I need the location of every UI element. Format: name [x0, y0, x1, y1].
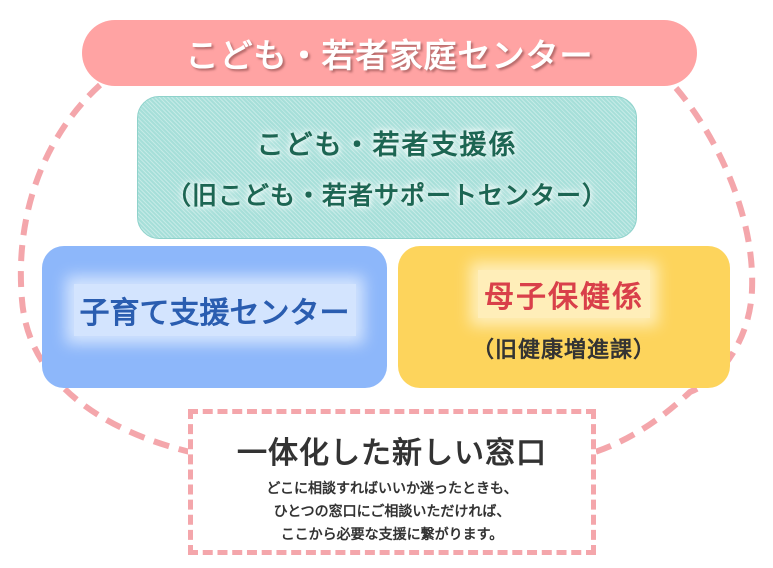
youth-support-subtitle: （旧こども・若者サポートセンター）: [165, 181, 608, 210]
unified-window-line-3: ここから必要な支援に繋がります。: [280, 527, 504, 543]
youth-support-title: こども・若者支援係: [256, 130, 518, 161]
youth-support-section: こども・若者支援係 （旧こども・若者サポートセンター）: [137, 96, 637, 239]
unified-window-line-1: どこに相談すればいいか迷ったときも、: [266, 481, 518, 497]
unified-window-line-2: ひとつの窓口にご相談いただければ、: [273, 504, 511, 520]
center-title-banner: こども・若者家庭センター: [82, 20, 697, 86]
maternal-health-title: 母子保健係: [478, 270, 650, 318]
maternal-health-subtitle: （旧健康増進課）: [471, 338, 656, 363]
unified-window-title: 一体化した新しい窓口: [237, 436, 547, 471]
maternal-health-section: 母子保健係 （旧健康増進課）: [398, 246, 730, 388]
childcare-support-title: 子育て支援センター: [73, 284, 356, 336]
unified-window-box: 一体化した新しい窓口 どこに相談すればいいか迷ったときも、 ひとつの窓口にご相談…: [188, 409, 596, 555]
center-title: こども・若者家庭センター: [185, 36, 594, 75]
childcare-support-section: 子育て支援センター: [42, 246, 387, 388]
